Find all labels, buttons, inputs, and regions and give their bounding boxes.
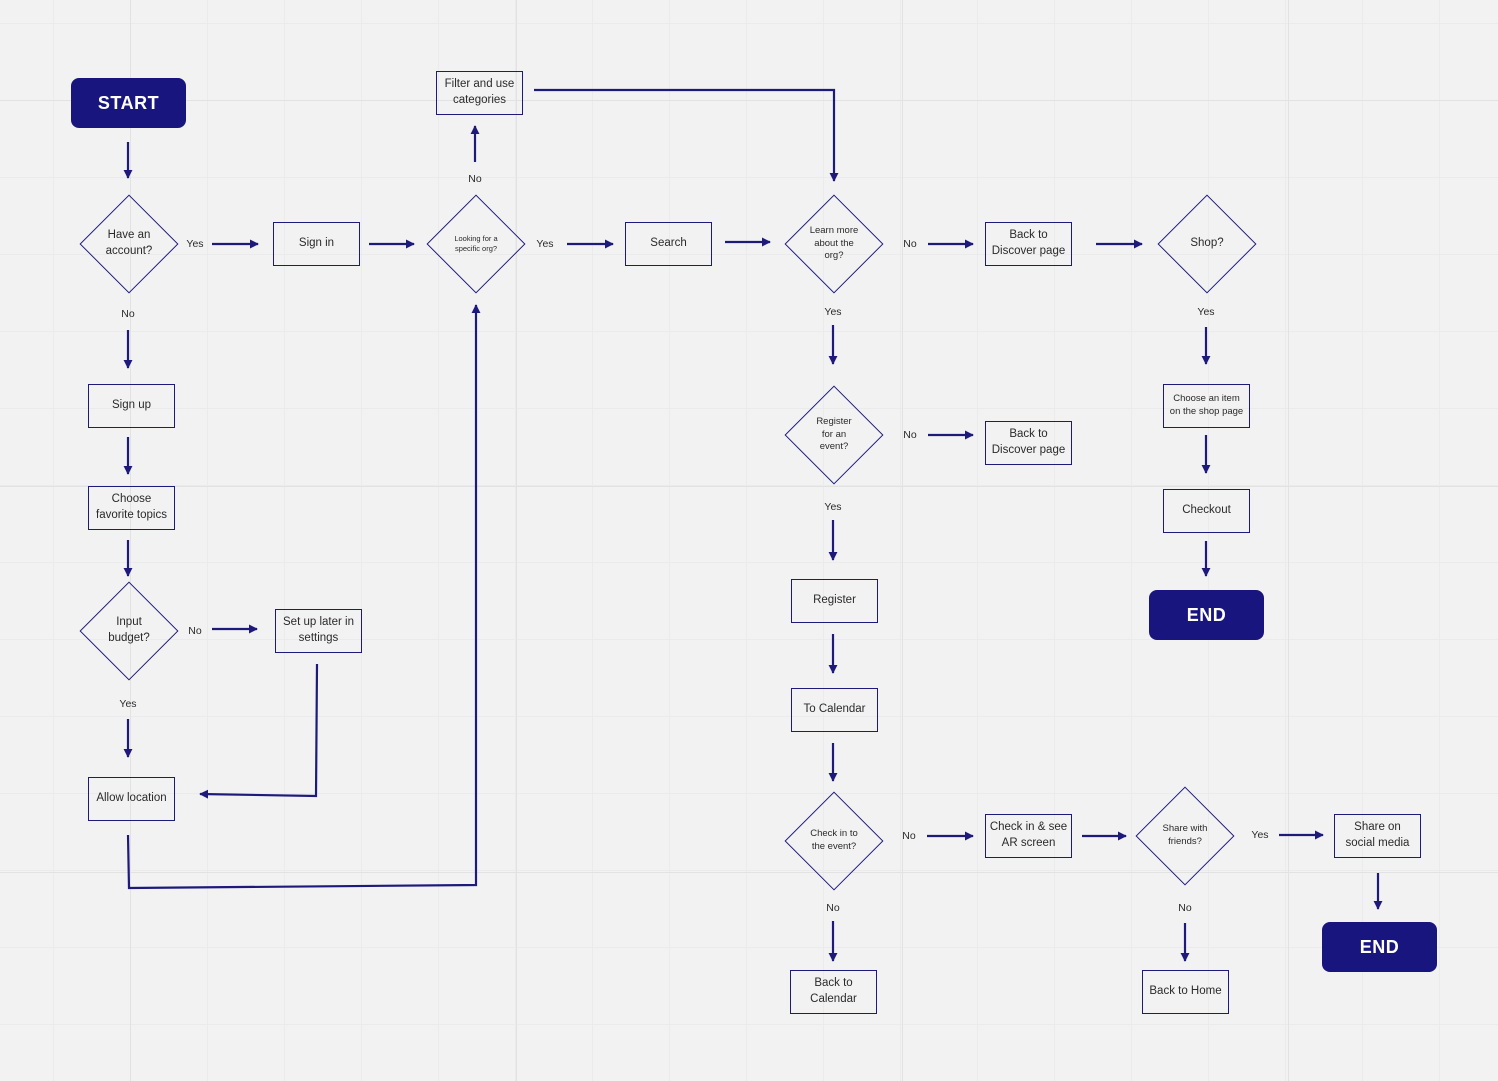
- start-label: START: [97, 92, 160, 113]
- setup-later-label: Set up later in settings: [283, 616, 354, 644]
- checkout-box: Checkout: [1163, 489, 1250, 533]
- back-calendar-box: Back to Calendar: [790, 970, 877, 1014]
- edge-label-yes: Yes: [536, 238, 554, 250]
- choose-topics-box: Choose favorite topics: [88, 486, 175, 530]
- input-budget-decision: Input budget?: [79, 581, 179, 681]
- check-in-label: Check in to the event?: [810, 828, 858, 852]
- back-calendar-label: Back to Calendar: [810, 977, 857, 1005]
- back-home-box: Back to Home: [1142, 970, 1229, 1014]
- sign-in-box: Sign in: [273, 222, 360, 266]
- end-label: END: [1186, 604, 1227, 625]
- arrow-setup-to-location: [199, 663, 319, 799]
- edge-label-yes: Yes: [186, 238, 204, 250]
- edge-label-no: No: [903, 238, 917, 250]
- edge-label-no: No: [826, 902, 840, 914]
- looking-specific-label: Looking for a specific org?: [454, 233, 498, 253]
- edge-label-no: No: [121, 308, 135, 320]
- looking-specific-decision: Looking for a specific org?: [426, 194, 526, 294]
- back-discover-box-1: Back to Discover page: [985, 222, 1072, 266]
- filter-categories-label: Filter and use categories: [444, 78, 515, 106]
- sign-up-box: Sign up: [88, 384, 175, 428]
- edge-label-yes: Yes: [1197, 306, 1215, 318]
- check-in-ar-label: Check in & see AR screen: [989, 821, 1068, 849]
- choose-topics-label: Choose favorite topics: [96, 493, 167, 521]
- share-friends-decision: Share with friends?: [1135, 786, 1235, 886]
- check-in-decision: Check in to the event?: [784, 791, 884, 891]
- check-in-ar-box: Check in & see AR screen: [985, 814, 1072, 858]
- edge-label-no: No: [1178, 902, 1192, 914]
- back-discover-box-2: Back to Discover page: [985, 421, 1072, 465]
- setup-later-box: Set up later in settings: [275, 609, 362, 653]
- back-discover-label: Back to Discover page: [991, 229, 1066, 257]
- choose-item-label: Choose an item on the shop page: [1169, 393, 1244, 417]
- edge-label-yes: Yes: [824, 501, 842, 513]
- register-box: Register: [791, 579, 878, 623]
- edge-label-yes: Yes: [119, 698, 137, 710]
- have-account-label: Have an account?: [105, 229, 153, 257]
- to-calendar-label: To Calendar: [803, 703, 866, 716]
- arrow-filter-to-learn: [534, 88, 839, 182]
- sign-in-label: Sign in: [298, 237, 335, 250]
- share-social-box: Share on social media: [1334, 814, 1421, 858]
- checkout-label: Checkout: [1182, 504, 1231, 517]
- register-label: Register: [813, 594, 856, 607]
- edge-label-no: No: [903, 429, 917, 441]
- edge-label-yes: Yes: [1251, 829, 1269, 841]
- search-label: Search: [650, 237, 687, 250]
- sign-up-label: Sign up: [111, 399, 151, 412]
- to-calendar-box: To Calendar: [791, 688, 878, 732]
- shop-decision: Shop?: [1157, 194, 1257, 294]
- search-box: Search: [625, 222, 712, 266]
- back-home-label: Back to Home: [1149, 985, 1222, 998]
- allow-location-box: Allow location: [88, 777, 175, 821]
- share-friends-label: Share with friends?: [1162, 823, 1208, 847]
- shop-label: Shop?: [1190, 237, 1224, 250]
- input-budget-label: Input budget?: [108, 616, 150, 644]
- learn-more-label: Learn more about the org?: [809, 224, 859, 262]
- register-event-label: Register for an event?: [816, 415, 852, 453]
- choose-item-box: Choose an item on the shop page: [1163, 384, 1250, 428]
- edge-label-no: No: [188, 625, 202, 637]
- register-event-decision: Register for an event?: [784, 385, 884, 485]
- back-discover-label: Back to Discover page: [991, 428, 1066, 456]
- start-terminal: START: [71, 78, 186, 128]
- share-social-label: Share on social media: [1345, 821, 1410, 849]
- allow-location-label: Allow location: [96, 792, 167, 805]
- end-terminal-shop: END: [1149, 590, 1264, 640]
- edge-label-yes: Yes: [824, 306, 842, 318]
- arrow-location-to-looking: [126, 304, 481, 890]
- end-label: END: [1359, 936, 1400, 957]
- have-account-decision: Have an account?: [79, 194, 179, 294]
- edge-label-no: No: [902, 830, 916, 842]
- filter-categories-box: Filter and use categories: [436, 71, 523, 115]
- edge-label-no: No: [468, 173, 482, 185]
- learn-more-decision: Learn more about the org?: [784, 194, 884, 294]
- end-terminal-social: END: [1322, 922, 1437, 972]
